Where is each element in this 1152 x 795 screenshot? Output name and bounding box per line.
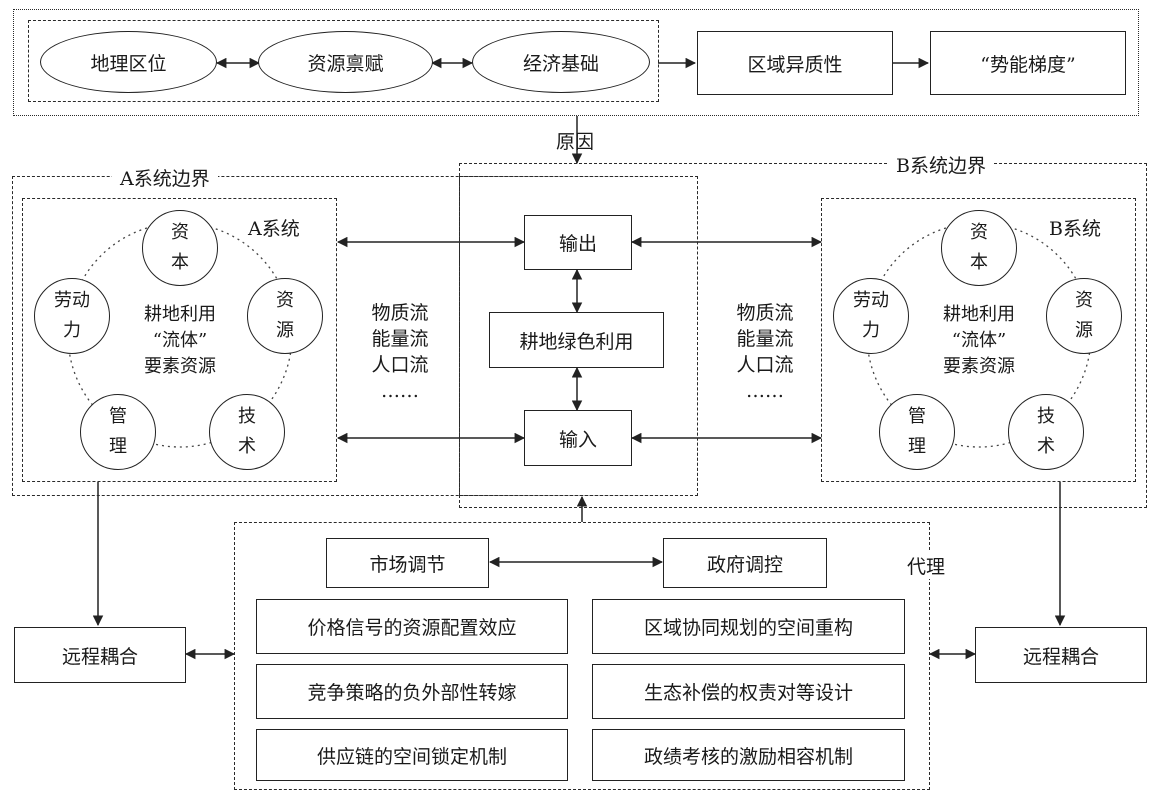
telecoupling-left: 远程耦合 (14, 627, 186, 683)
factor-group (28, 20, 659, 102)
agent-region (234, 522, 930, 790)
heterogeneity-box: 区域异质性 (697, 31, 893, 95)
b-node-technology: 技 术 (1008, 394, 1084, 470)
gov-item-performance: 政绩考核的激励相容机制 (592, 729, 905, 781)
a-node-technology: 技 术 (209, 394, 285, 470)
a-center-text: 耕地利用 “流体” 要素资源 (144, 304, 216, 377)
cause-region (13, 9, 1139, 116)
a-node-labor: 劳动 力 (34, 278, 110, 354)
b-system-title: B系统 (1049, 218, 1101, 240)
b-node-management-label: 管 理 (908, 406, 926, 457)
market-item-price: 价格信号的资源配置效应 (256, 599, 568, 654)
b-node-capital: 资 本 (941, 210, 1017, 286)
factor-location: 地理区位 (40, 31, 217, 93)
a-node-capital: 资 本 (142, 210, 218, 286)
flows-right: 物质流 能量流 人口流 …… (736, 302, 794, 402)
b-center-text: 耕地利用 “流体” 要素资源 (943, 304, 1015, 377)
factor-resources: 资源禀赋 (258, 31, 433, 93)
gov-item-planning: 区域协同规划的空间重构 (592, 599, 905, 654)
center-process-box (459, 176, 698, 496)
green-use-box: 耕地绿色利用 (489, 312, 664, 368)
input-box: 输入 (524, 410, 632, 466)
a-node-resource: 资 源 (247, 278, 323, 354)
a-node-management: 管 理 (80, 394, 156, 470)
factor-economy: 经济基础 (472, 31, 650, 93)
b-boundary-label: B系统边界 (888, 151, 994, 178)
market-box: 市场调节 (326, 538, 489, 588)
government-box: 政府调控 (663, 538, 827, 588)
b-node-capital-label: 资 本 (970, 222, 988, 273)
a-node-resource-label: 资 源 (276, 290, 294, 341)
flows-left: 物质流 能量流 人口流 …… (371, 302, 429, 402)
a-system-box (22, 198, 337, 482)
b-node-technology-label: 技 术 (1037, 406, 1055, 457)
cause-label: 原因 (556, 131, 595, 153)
output-box: 输出 (524, 215, 632, 270)
b-node-labor-label: 劳动 力 (853, 290, 889, 341)
a-boundary-label: A系统边界 (112, 164, 218, 191)
b-node-management: 管 理 (879, 394, 955, 470)
b-node-labor: 劳动 力 (833, 278, 909, 354)
a-node-labor-label: 劳动 力 (54, 290, 90, 341)
a-node-technology-label: 技 术 (238, 406, 256, 457)
b-node-resource: 资 源 (1046, 278, 1122, 354)
a-node-management-label: 管 理 (109, 406, 127, 457)
market-item-competition: 竞争策略的负外部性转嫁 (256, 664, 568, 719)
gradient-box: “势能梯度” (930, 31, 1126, 95)
telecoupling-right: 远程耦合 (975, 627, 1147, 683)
market-item-supply-chain: 供应链的空间锁定机制 (256, 729, 568, 781)
agent-label: 代理 (905, 552, 948, 579)
b-system-box (821, 198, 1136, 482)
a-node-capital-label: 资 本 (171, 222, 189, 273)
a-system-title: A系统 (248, 218, 300, 240)
b-node-resource-label: 资 源 (1075, 290, 1093, 341)
gov-item-eco-compensation: 生态补偿的权责对等设计 (592, 664, 905, 719)
